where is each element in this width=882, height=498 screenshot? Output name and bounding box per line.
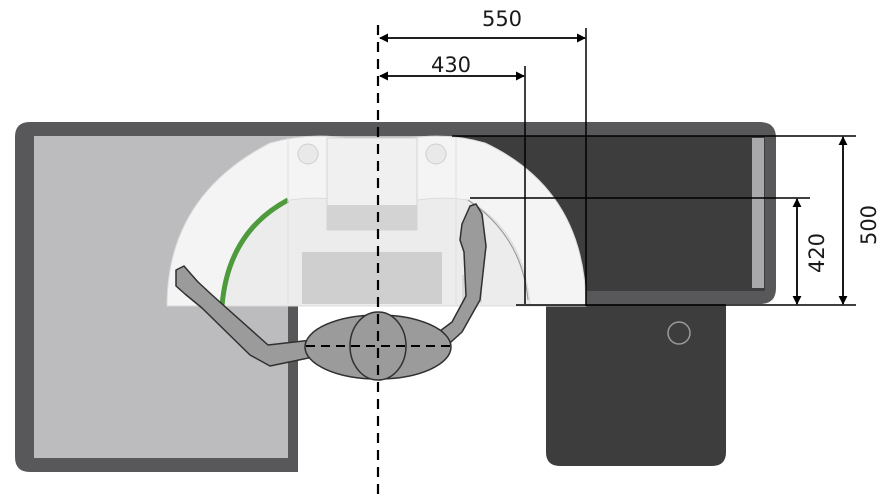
dimension-420: 420 — [470, 197, 829, 305]
dimension-420-label: 420 — [805, 233, 829, 273]
left-marker — [297, 143, 319, 165]
appliance-knob — [667, 321, 691, 345]
appliance — [546, 304, 726, 466]
rear-panel-base — [327, 205, 417, 230]
front-panel — [302, 252, 442, 304]
work-items — [297, 137, 482, 304]
left-reach-line — [219, 197, 290, 307]
right-marker — [425, 143, 447, 165]
dimension-430-label: 430 — [431, 53, 471, 77]
dimension-500-label: 500 — [857, 205, 881, 245]
dimension-430: 430 — [379, 53, 526, 304]
dimension-550-label: 550 — [482, 7, 522, 31]
counter-right-edge — [752, 138, 764, 288]
human-figure — [175, 203, 487, 381]
dimension-500: 500 — [452, 135, 881, 306]
appliance-body — [546, 304, 726, 466]
dimension-550: 550 — [379, 7, 587, 306]
head — [349, 311, 407, 381]
